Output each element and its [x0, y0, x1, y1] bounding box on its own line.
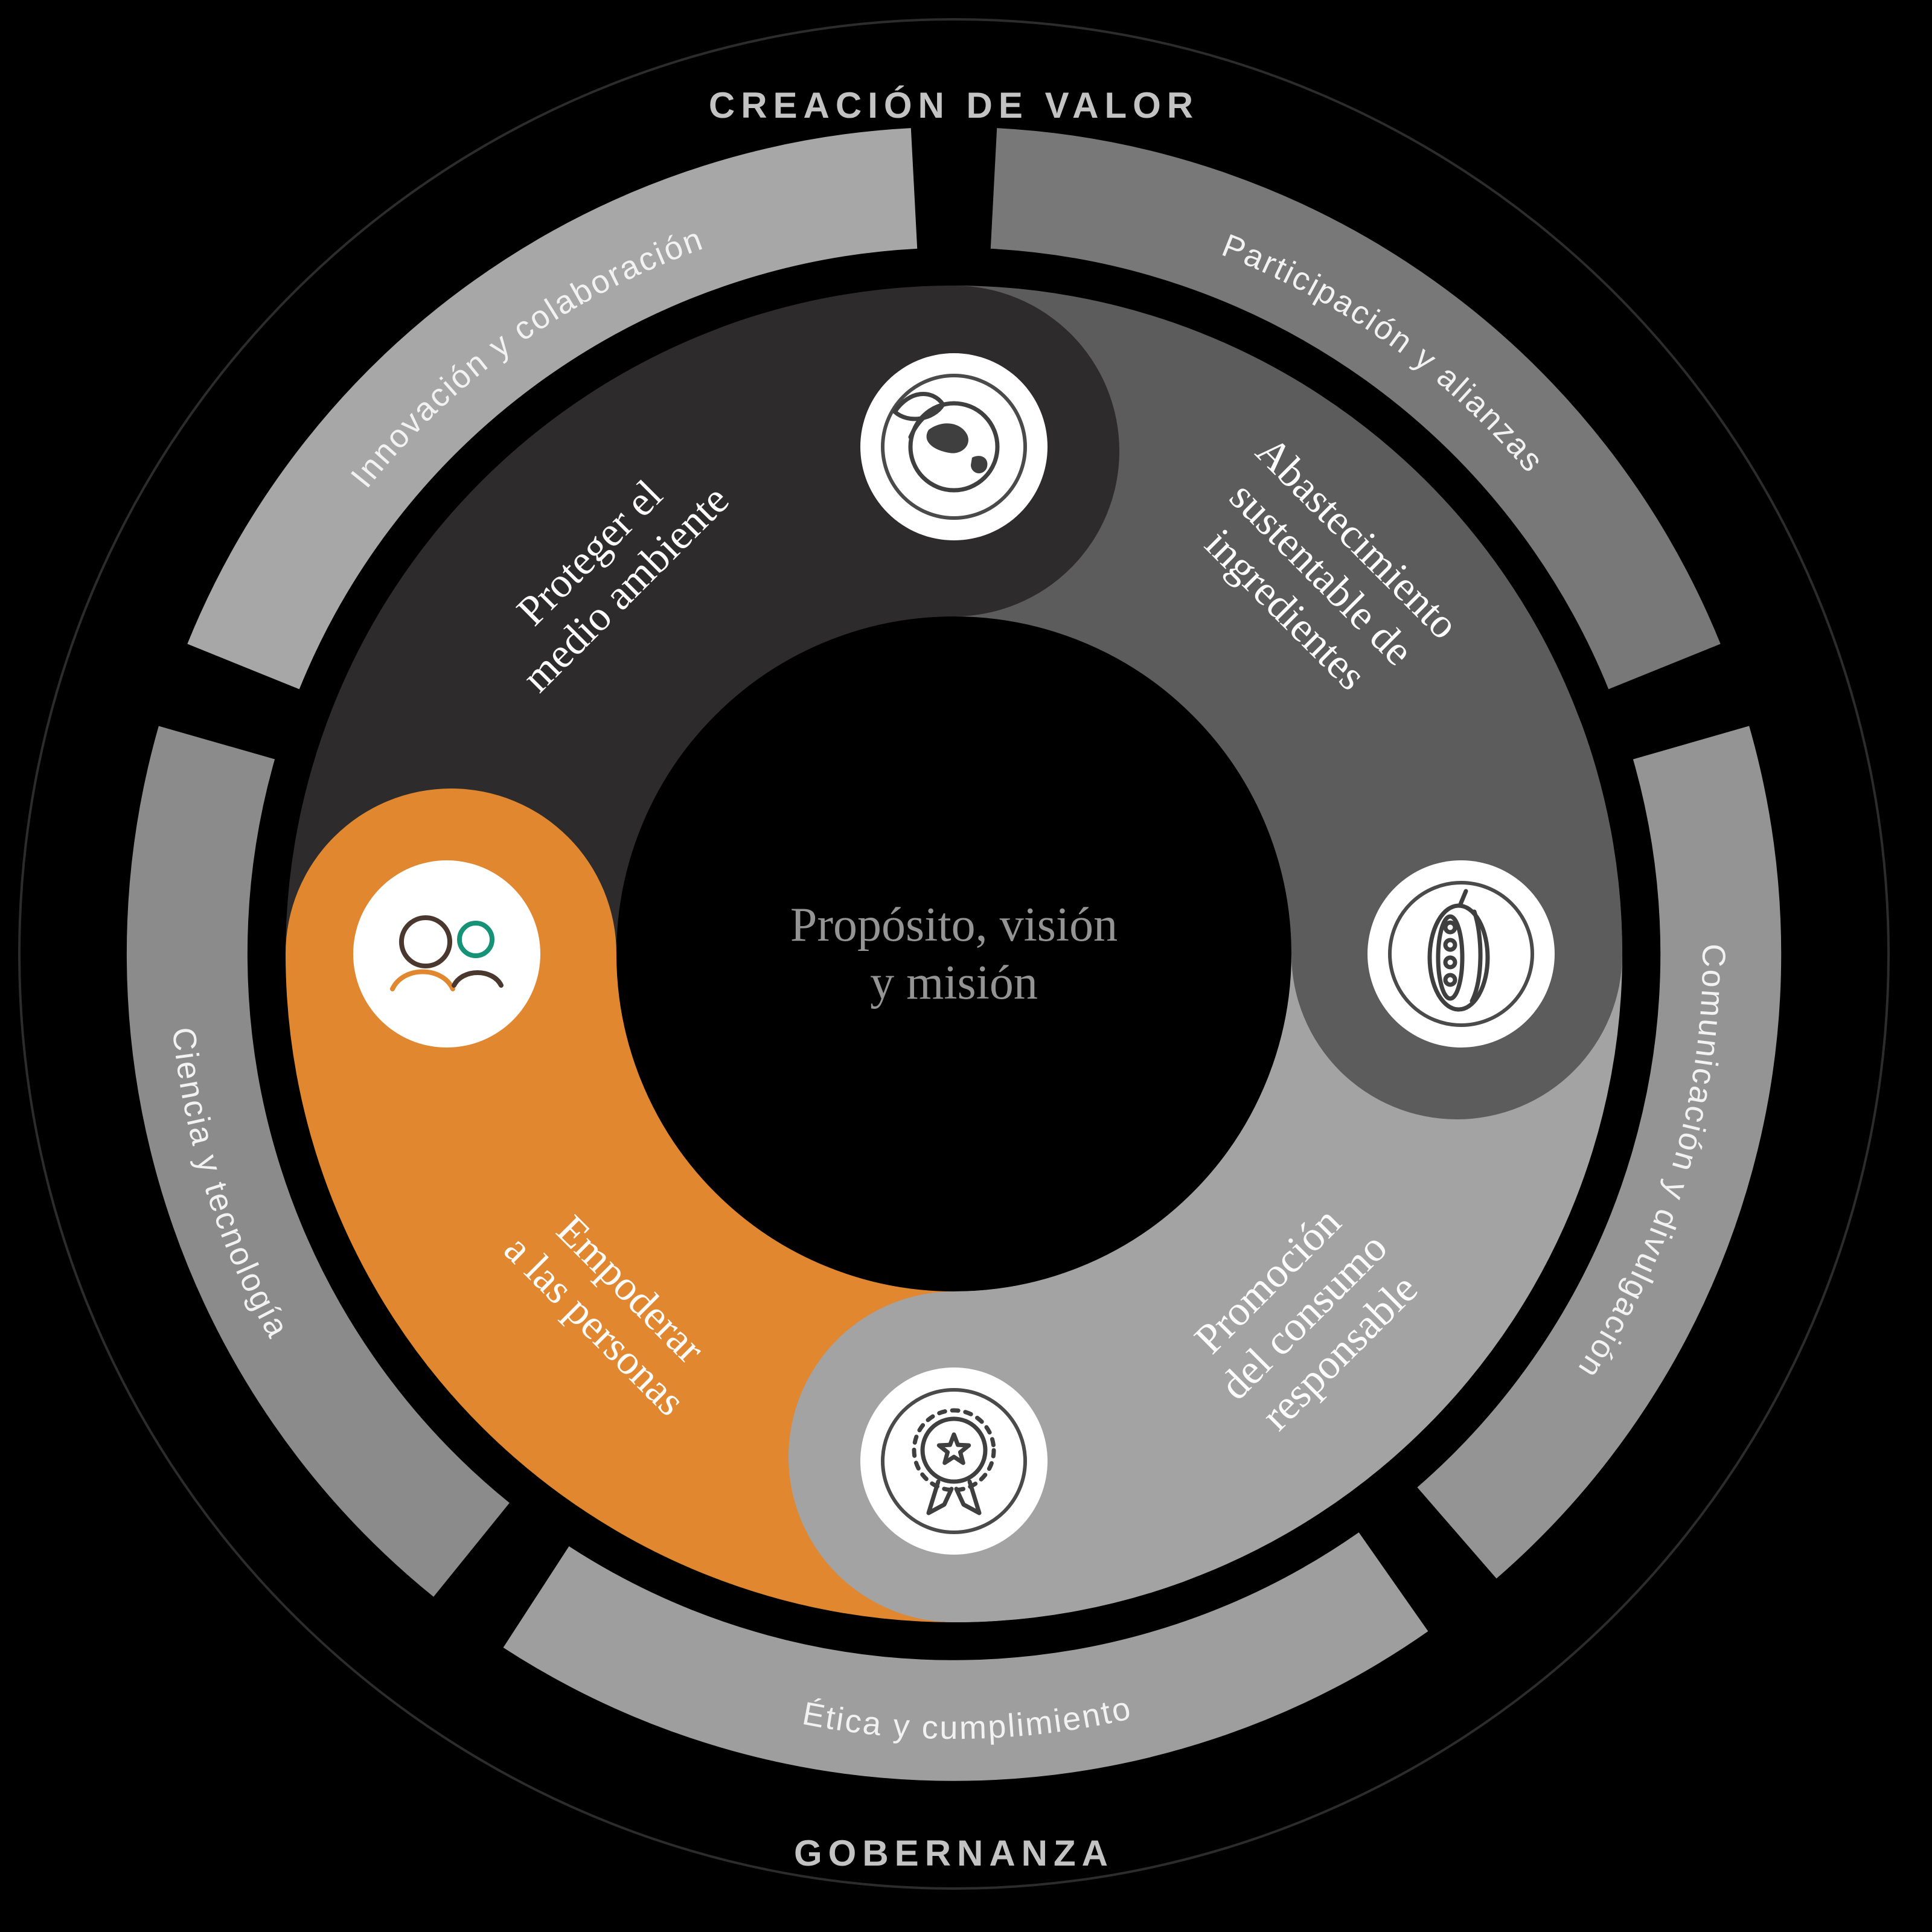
globe-leaf-icon [860, 353, 1048, 540]
cacao-pod-icon [1367, 860, 1555, 1048]
middle-segment-comunicacion [1417, 726, 1782, 1579]
award-medal-icon [860, 1367, 1048, 1555]
outer-ring-bottom-label: GOBERNANZA [794, 1833, 1114, 1873]
center-label: Propósito, visión y misión [790, 898, 1118, 1009]
outer-ring-top-label: CREACIÓN DE VALOR [709, 85, 1199, 126]
middle-segment-innovacion [187, 128, 918, 689]
middle-segment-ciencia [126, 726, 510, 1597]
svg-text:y misión: y misión [870, 956, 1038, 1009]
people-icon [353, 860, 540, 1048]
middle-segment-participacion [990, 128, 1721, 689]
outer-boundary-circle [18, 18, 1890, 1890]
svg-text:Propósito, visión: Propósito, visión [790, 898, 1118, 952]
middle-segment-etica [503, 1532, 1428, 1781]
